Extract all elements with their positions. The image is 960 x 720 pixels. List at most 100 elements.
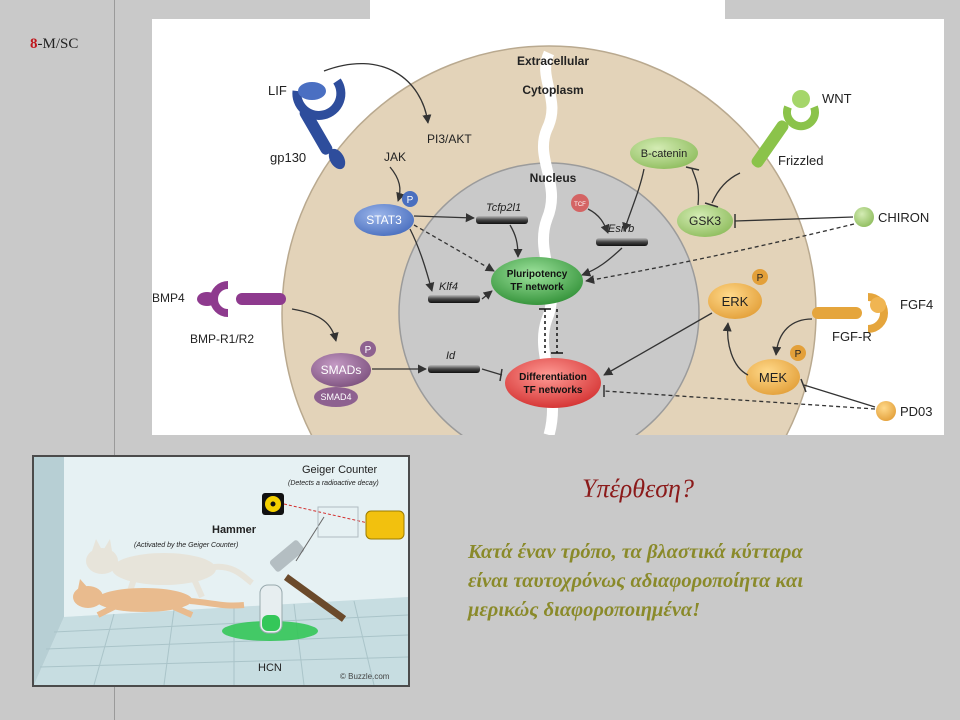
bcatenin-to-esrrb-arrow — [622, 168, 645, 232]
hcn-label: HCN — [258, 662, 282, 674]
gene-tcfp2l1 — [476, 216, 528, 224]
wnt-label: WNT — [822, 91, 852, 106]
pd03-inhibits-mek — [803, 384, 876, 408]
geiger-title: Geiger Counter — [302, 464, 378, 476]
smad4-label: SMAD4 — [320, 392, 351, 402]
frizzled-inhibits-gsk3 — [711, 172, 741, 204]
mek-phospho — [790, 345, 806, 361]
radiation-beam — [283, 503, 369, 524]
mek-label: MEK — [759, 370, 788, 385]
frizzled-label: Frizzled — [778, 153, 824, 168]
chiron-inhibits-gsk3 — [734, 216, 854, 222]
cat-dead — [73, 579, 245, 618]
nucleus-label: Nucleus — [530, 171, 577, 185]
fgf4-label: FGF4 — [900, 297, 933, 312]
mek-protein — [746, 359, 800, 395]
extracellular-label: Extracellular — [517, 54, 589, 68]
bcatenin-label: B-catenin — [641, 148, 687, 160]
id-inhibit-bar — [499, 368, 503, 382]
bcatenin-protein — [630, 137, 698, 169]
hypothesis-line-3: μερικώς διαφοροποιημένα! — [468, 599, 701, 621]
gene-id — [428, 365, 480, 373]
chiron-label: CHIRON — [878, 210, 929, 225]
erk-protein — [708, 283, 762, 319]
pluripotency-label-line2: TF network — [510, 282, 564, 293]
erk-phospho — [752, 269, 768, 285]
lif-to-pi3akt-arrow — [323, 62, 432, 124]
geiger-note: (Detects a radioactive decay) — [288, 480, 379, 487]
smads-protein — [311, 353, 371, 387]
stat3-to-tcfp2l1-arrow — [413, 213, 475, 223]
top-white-strip — [370, 0, 725, 19]
differentiation-label-line2: TF networks — [524, 385, 583, 396]
hypothesis-line-1: Κατά έναν τρόπο, τα βλαστικά κύτταρα — [468, 541, 803, 563]
differentiation-label-line1: Differentiation — [519, 372, 587, 383]
signaling-diagram: Extracellular Cytoplasm Nucleus LIF gp13… — [152, 19, 944, 435]
gene-klf4 — [428, 295, 480, 303]
fgfr-to-mek-arrow — [772, 318, 813, 356]
esrrb-to-pluripotency-arrow — [581, 247, 623, 277]
pd03-label: PD03 — [900, 404, 933, 419]
tcf-protein — [571, 194, 589, 212]
chiron-molecule — [854, 207, 874, 227]
geiger-counter — [365, 510, 405, 540]
floor-grid — [39, 600, 408, 685]
klf4-to-pluripotency-arrow — [481, 290, 493, 300]
differentiation-network — [505, 358, 601, 408]
hypothesis-title: Υπέρθεση? — [582, 474, 694, 503]
erk-phospho-label: P — [757, 273, 764, 284]
radiation-source — [262, 493, 284, 515]
smads-phospho-label: P — [365, 345, 372, 356]
pd03-molecule — [876, 401, 896, 421]
pi3akt-label: PI3/AKT — [427, 132, 472, 146]
slide-number-code: -M/SC — [37, 36, 79, 52]
slide-number: 8-M/SC — [30, 36, 78, 53]
mutual-inhibition — [539, 308, 563, 354]
cell-divider — [537, 50, 558, 435]
geiger-frame — [317, 506, 359, 538]
klf4-label: Klf4 — [439, 281, 458, 293]
fgfr-label: FGF-R — [832, 329, 872, 344]
stat3-label: STAT3 — [366, 213, 402, 227]
cat-alive-ghost — [86, 539, 254, 599]
smads-label: SMADs — [321, 363, 362, 377]
gsk3-inhibit-bar — [685, 166, 700, 171]
poison-liquid — [262, 615, 280, 631]
gene-esrrb — [596, 238, 648, 246]
tcfp2l1-label: Tcfp2l1 — [486, 202, 521, 214]
stat3-protein — [354, 204, 414, 236]
hammer-note: (Activated by the Geiger Counter) — [134, 542, 238, 549]
jak-label: JAK — [384, 150, 406, 164]
pd03-inhibit-bar — [800, 378, 807, 393]
smads-phospho — [360, 341, 376, 357]
gsk3-label: GSK3 — [689, 214, 721, 228]
cytoplasm-label: Cytoplasm — [522, 83, 583, 97]
bmpr-to-smads-arrow — [291, 308, 339, 342]
stat3-phospho — [402, 191, 418, 207]
bmp4-label: BMP4 — [152, 291, 185, 305]
wnt-receptor — [751, 90, 819, 168]
hammer — [269, 540, 347, 622]
box-left-wall — [34, 457, 64, 685]
lif-label: LIF — [268, 83, 287, 98]
mek-to-erk-arrow — [722, 322, 749, 376]
slide-number-digit: 8 — [30, 36, 38, 52]
hypothesis-line-2: είναι ταυτοχρόνως αδιαφοροποίητα και — [468, 570, 804, 592]
lif-receptor — [292, 78, 346, 170]
schrodinger-svg: Hammer (Activated by the Geiger Counter)… — [34, 457, 408, 685]
gp130-label: gp130 — [270, 150, 306, 165]
hammer-title: Hammer — [212, 524, 257, 536]
pd03-inhibits-differentiation — [603, 390, 876, 410]
id-inhibits-differentiation — [481, 368, 503, 376]
signaling-diagram-svg: Extracellular Cytoplasm Nucleus LIF gp13… — [152, 45, 933, 435]
geiger-wire — [295, 516, 325, 562]
id-label: Id — [446, 350, 456, 362]
erk-label: ERK — [722, 294, 749, 309]
tcfp2l1-to-pluripotency-arrow — [509, 224, 523, 258]
stat3-to-klf4-arrow — [409, 228, 435, 292]
tcf-to-esrrb-arrow — [587, 208, 610, 234]
slide-guide-line — [114, 0, 115, 720]
credit-label: © Buzzle.com — [340, 672, 390, 681]
esrrb-label: Esrrb — [608, 223, 634, 235]
tcf-label: TCF — [574, 202, 586, 208]
